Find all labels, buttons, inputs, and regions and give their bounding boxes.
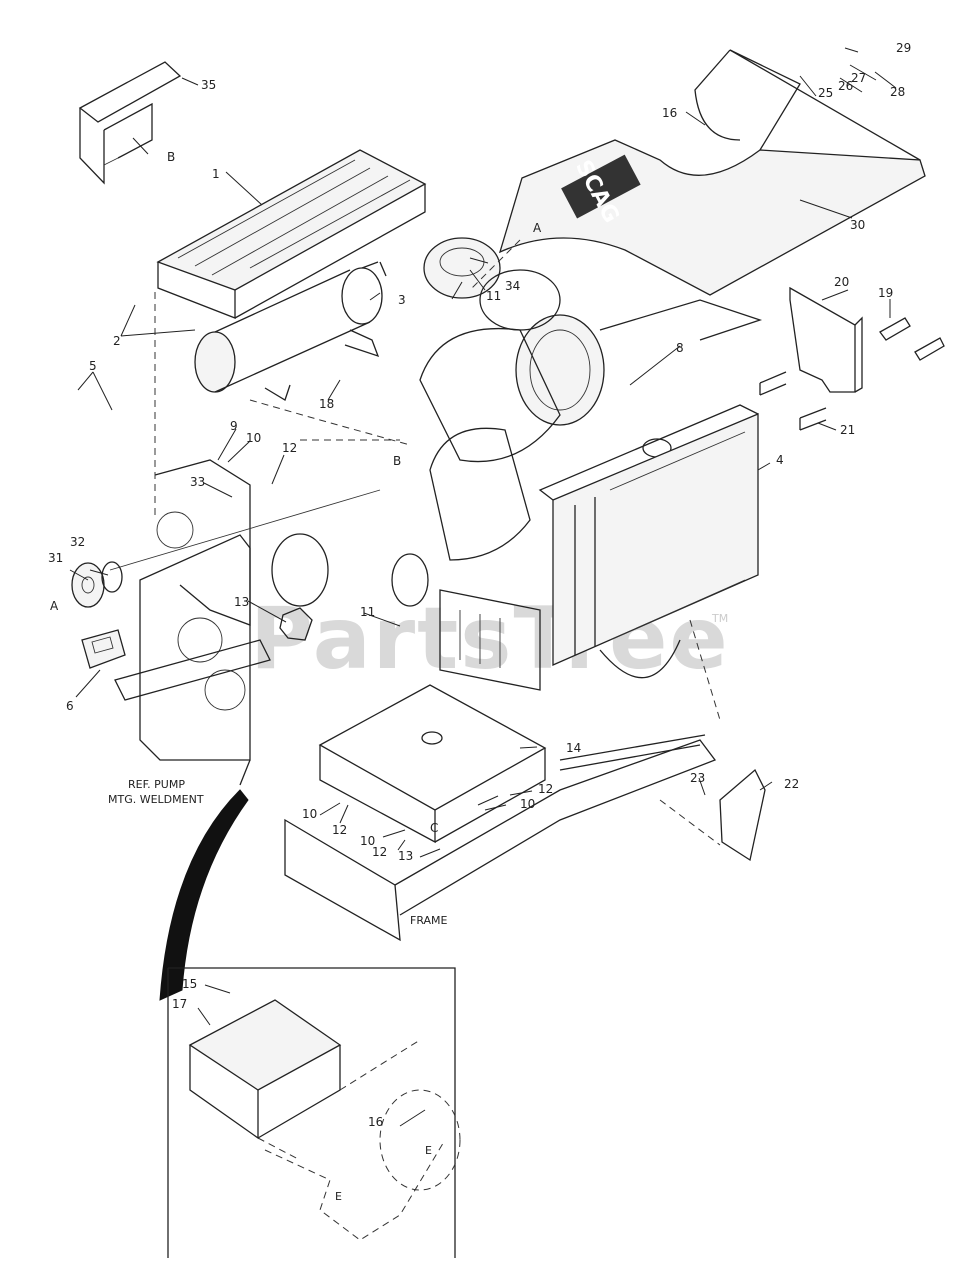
assembly-lines xyxy=(154,239,721,721)
pulley-31-32 xyxy=(71,561,123,608)
ref-letter-c: C xyxy=(430,821,438,835)
callout-30: 30 xyxy=(850,218,865,232)
callout-11-top: 11 xyxy=(486,289,501,303)
callout-23: 23 xyxy=(690,771,705,785)
detail-box xyxy=(167,967,461,1258)
callout-13-left: 13 xyxy=(234,595,249,609)
callout-19: 19 xyxy=(878,286,893,300)
callout-34: 34 xyxy=(505,279,520,293)
callout-16-detail: 16 xyxy=(368,1115,383,1129)
callout-26: 26 xyxy=(838,79,853,93)
callout-12-top: 12 xyxy=(282,441,297,455)
ref-letter-a-cover: A xyxy=(533,221,542,235)
ref-letter-e-left: E xyxy=(335,1190,342,1203)
callout-numbers: 35 1 3 2 5 18 16 30 29 27 26 25 28 11 34… xyxy=(48,41,911,1129)
callout-28: 28 xyxy=(890,85,905,99)
callout-21: 21 xyxy=(840,423,855,437)
pump-mount-label-line2: MTG. WELDMENT xyxy=(108,793,204,806)
callout-10-mid: 10 xyxy=(360,834,375,848)
callout-11-mid: 11 xyxy=(360,605,375,619)
callout-4: 4 xyxy=(776,453,784,467)
callout-12-mid: 12 xyxy=(372,845,387,859)
ref-letter-a-left: A xyxy=(50,599,59,613)
engine-shroud-1 xyxy=(156,149,427,319)
reference-letters: A A B B C E E xyxy=(50,150,542,1203)
bracket-14 xyxy=(318,684,547,844)
callout-17: 17 xyxy=(172,997,187,1011)
plate-22 xyxy=(719,768,766,862)
callout-18: 18 xyxy=(319,397,334,411)
plate-20 xyxy=(789,286,863,393)
callout-27: 27 xyxy=(851,71,866,85)
callout-31: 31 xyxy=(48,551,63,565)
callout-35: 35 xyxy=(201,78,216,92)
ref-letter-b-bracket: B xyxy=(167,150,175,164)
ref-letter-e-right: E xyxy=(425,1144,432,1157)
callout-13-bottom: 13 xyxy=(398,849,413,863)
callout-3: 3 xyxy=(398,293,406,307)
ref-letter-b-engine: B xyxy=(393,454,401,468)
drive-shaft xyxy=(109,489,429,607)
callout-6: 6 xyxy=(66,699,74,713)
frame-label: FRAME xyxy=(410,914,448,927)
leader-lines xyxy=(69,47,897,1127)
callout-33: 33 xyxy=(190,475,205,489)
muffler-3 xyxy=(194,261,387,401)
callout-2: 2 xyxy=(113,334,121,348)
callout-15: 15 xyxy=(182,977,197,991)
detail-pointer xyxy=(159,789,249,1001)
callout-16-top: 16 xyxy=(662,106,677,120)
callout-22: 22 xyxy=(784,777,799,791)
switch-6 xyxy=(81,629,126,669)
clip-13 xyxy=(279,607,313,641)
spacer-21 xyxy=(759,371,827,431)
pump-mount-label-line1: REF. PUMP xyxy=(128,778,185,791)
text-labels: REF. PUMP MTG. WELDMENT FRAME xyxy=(108,778,448,927)
frame xyxy=(284,734,721,942)
callout-12-left: 12 xyxy=(332,823,347,837)
callout-8: 8 xyxy=(676,341,684,355)
watermark-trademark: TM xyxy=(711,612,728,625)
callout-20: 20 xyxy=(834,275,849,289)
bolt-19 xyxy=(879,317,945,361)
callout-1: 1 xyxy=(212,167,220,181)
pump-mounting-weldment xyxy=(114,399,411,786)
callout-5: 5 xyxy=(89,359,97,373)
callout-10-top: 10 xyxy=(246,431,261,445)
callout-9: 9 xyxy=(230,419,238,433)
radiator-4 xyxy=(538,404,759,679)
callout-14: 14 xyxy=(566,741,581,755)
callout-25: 25 xyxy=(818,86,833,100)
callout-29: 29 xyxy=(896,41,911,55)
bracket-35 xyxy=(78,61,182,185)
engine-assembly xyxy=(419,237,763,691)
callout-10-left: 10 xyxy=(302,807,317,821)
engine-cover-30: SCAG xyxy=(498,49,926,296)
callout-12-right: 12 xyxy=(538,782,553,796)
callout-32: 32 xyxy=(70,535,85,549)
callout-10-right: 10 xyxy=(520,797,535,811)
